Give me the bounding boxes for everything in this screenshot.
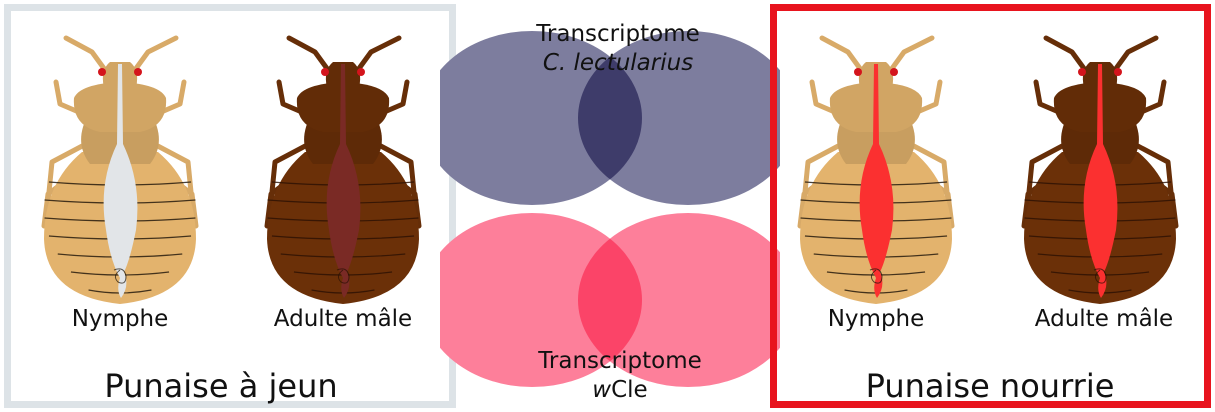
caption-adult-male-fed: Adulte mâle xyxy=(1035,308,1173,331)
venn-top-label-line1: Transcriptome xyxy=(536,20,700,49)
venn-top-label-line2: C. lectularius xyxy=(543,50,693,76)
bug-nymph-unfed-illustration xyxy=(30,34,210,314)
venn-top-label: Transcriptome C. lectularius xyxy=(536,20,700,78)
bug-nymph-fed-illustration xyxy=(786,34,966,314)
caption-adult-male-unfed: Adulte mâle xyxy=(274,308,412,331)
venn-bottom-label-suffix: Cle xyxy=(611,377,648,403)
venn-bottom-label: Transcriptome wCle xyxy=(538,347,702,405)
bug-adult-male-unfed-illustration xyxy=(253,34,433,314)
bug-adult-male-fed-illustration xyxy=(1010,34,1190,314)
venn-bottom-label-prefix: w xyxy=(592,377,611,403)
panel-title-unfed: Punaise à jeun xyxy=(104,370,337,402)
panel-title-fed: Punaise nourrie xyxy=(866,370,1115,402)
venn-bottom-label-line1: Transcriptome xyxy=(538,347,702,376)
caption-nymph-fed: Nymphe xyxy=(828,308,925,331)
caption-nymph-unfed: Nymphe xyxy=(72,308,169,331)
